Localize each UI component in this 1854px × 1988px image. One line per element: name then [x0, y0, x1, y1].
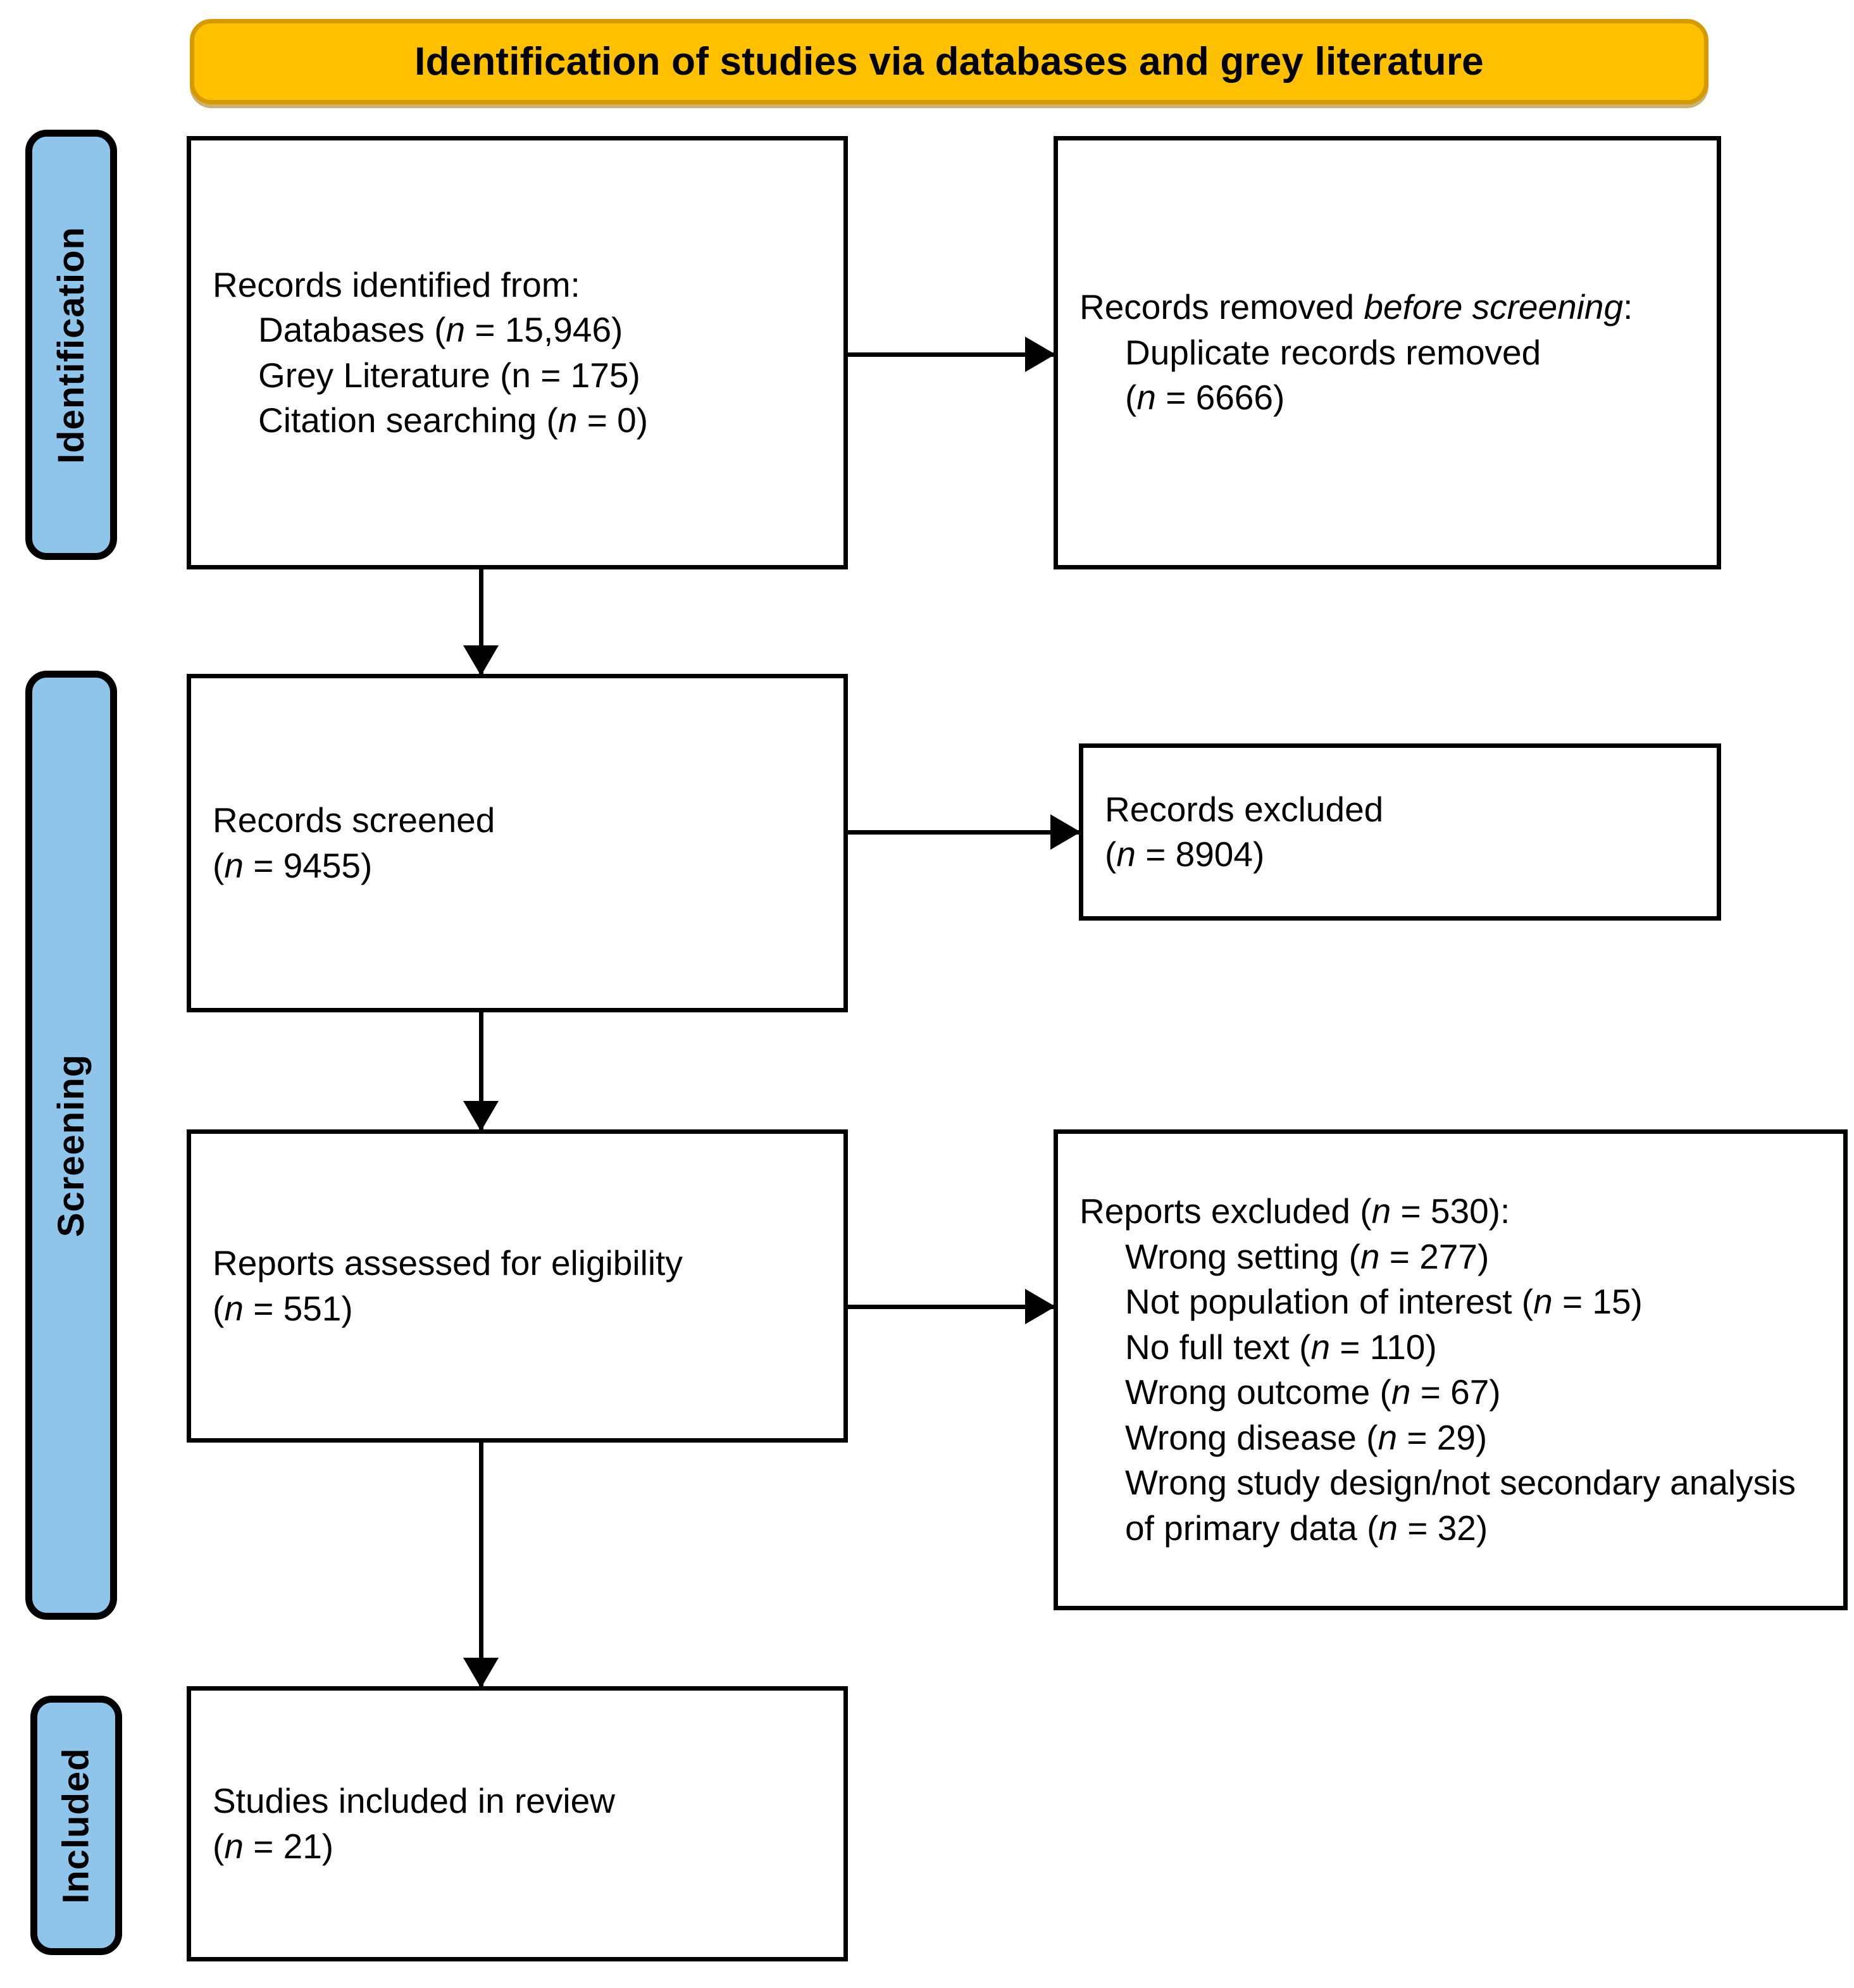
records-screened-label: Records screened: [213, 800, 495, 840]
stage-label-identification: Identification: [51, 226, 92, 464]
arrow-eligibility-to-studies-included: [462, 1443, 500, 1688]
page-title: Identification of studies via databases …: [414, 40, 1484, 84]
records-identified-grey-literature: Grey Literature (n = 175): [258, 355, 640, 395]
reports-excluded-reason-not-population: Not population of interest (n = 15): [1125, 1282, 1643, 1321]
stage-tab-identification: Identification: [25, 130, 117, 560]
records-excluded-count: (n = 8904): [1105, 835, 1265, 874]
box-reports-excluded: Reports excluded (n = 530): Wrong settin…: [1054, 1129, 1848, 1610]
arrow-shaft: [848, 1305, 1055, 1309]
studies-included-label: Studies included in review: [213, 1781, 615, 1820]
arrow-shaft: [848, 830, 1081, 835]
studies-included-count: (n = 21): [213, 1826, 334, 1866]
arrowhead-down-icon: [463, 1101, 499, 1131]
stage-label-included: Included: [56, 1747, 97, 1904]
arrowhead-right-icon: [1050, 814, 1081, 850]
arrow-screened-to-eligibility: [462, 1012, 500, 1131]
reports-excluded-reason-wrong-outcome: Wrong outcome (n = 67): [1125, 1372, 1501, 1412]
stage-tab-screening: Screening: [25, 671, 117, 1620]
box-records-screened: Records screened (n = 9455): [187, 674, 848, 1012]
arrow-identified-to-screened: [462, 569, 500, 676]
header-banner: Identification of studies via databases …: [190, 19, 1708, 104]
box-records-removed-before-screening: Records removed before screening: Duplic…: [1054, 136, 1721, 569]
arrow-eligibility-to-reports-excluded: [848, 1288, 1055, 1326]
arrow-screened-to-records-excluded: [848, 813, 1081, 851]
arrow-shaft: [848, 352, 1055, 357]
arrow-shaft: [479, 1012, 483, 1131]
records-removed-heading: Records removed before screening:: [1079, 285, 1695, 330]
arrowhead-down-icon: [463, 645, 499, 676]
reports-excluded-reason-wrong-disease: Wrong disease (n = 29): [1125, 1417, 1488, 1457]
arrowhead-right-icon: [1025, 1289, 1055, 1324]
arrowhead-down-icon: [463, 1658, 499, 1688]
records-identified-heading: Records identified from:: [213, 264, 580, 304]
arrow-shaft: [479, 569, 483, 676]
box-reports-assessed-for-eligibility: Reports assessed for eligibility (n = 55…: [187, 1129, 848, 1443]
reports-excluded-heading: Reports excluded (n = 530):: [1079, 1191, 1510, 1231]
records-removed-heading-suffix: :: [1623, 287, 1633, 327]
records-identified-databases: Databases (n = 15,946): [258, 310, 623, 349]
box-records-identified: Records identified from: Databases (n = …: [187, 136, 848, 569]
records-excluded-label: Records excluded: [1105, 789, 1384, 829]
box-records-excluded: Records excluded (n = 8904): [1079, 743, 1721, 921]
stage-tab-included: Included: [30, 1696, 122, 1955]
arrowhead-right-icon: [1025, 337, 1055, 372]
box-studies-included-in-review: Studies included in review (n = 21): [187, 1686, 848, 1961]
duplicate-records-removed-label: Duplicate records removed: [1125, 332, 1541, 372]
records-removed-heading-emphasis: before screening: [1364, 287, 1624, 327]
records-identified-citation-searching: Citation searching (n = 0): [258, 401, 649, 440]
records-screened-count: (n = 9455): [213, 845, 373, 885]
reports-eligibility-label: Reports assessed for eligibility: [213, 1243, 683, 1283]
arrow-identified-to-removed: [848, 335, 1055, 373]
duplicate-records-removed-count: (n = 6666): [1125, 378, 1285, 418]
stage-label-screening: Screening: [51, 1053, 92, 1237]
reports-excluded-reason-wrong-study-design: Wrong study design/not secondary analysi…: [1125, 1463, 1796, 1548]
arrow-shaft: [479, 1443, 483, 1688]
reports-excluded-reason-no-full-text: No full text (n = 110): [1125, 1327, 1437, 1367]
records-removed-heading-prefix: Records removed: [1079, 287, 1364, 327]
reports-excluded-reason-wrong-setting: Wrong setting (n = 277): [1125, 1236, 1490, 1276]
reports-eligibility-count: (n = 551): [213, 1288, 353, 1328]
